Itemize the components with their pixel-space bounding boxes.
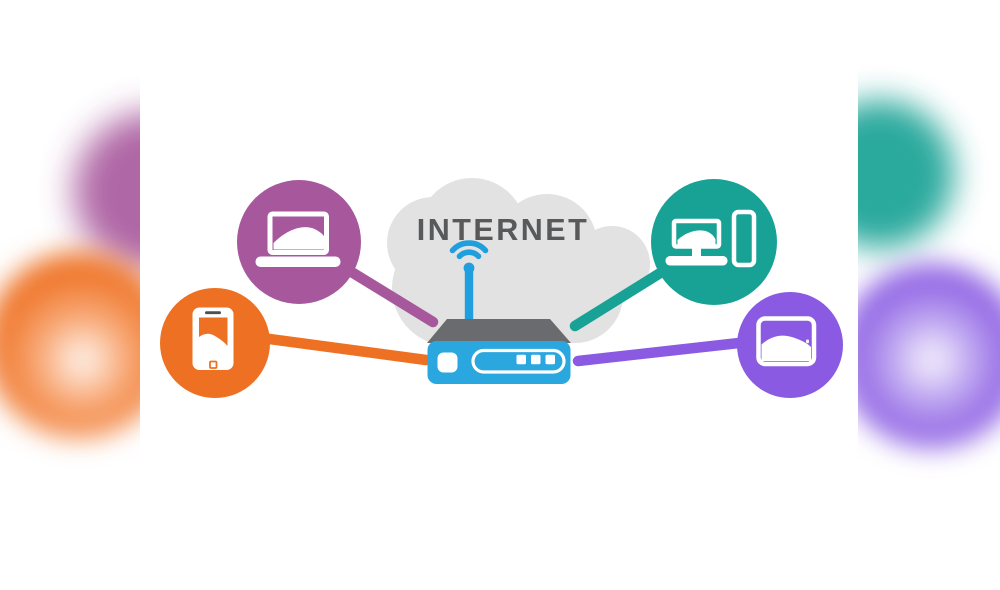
blurred-blob-violet xyxy=(858,264,1000,448)
wifi-arc-large xyxy=(449,240,489,254)
blurred-backdrop-left xyxy=(0,0,140,590)
node-tablet xyxy=(737,292,843,398)
wifi-dot xyxy=(463,262,475,274)
node-smartphone xyxy=(160,288,270,398)
connection-laptop-router xyxy=(339,262,439,328)
internet-label: INTERNET xyxy=(417,213,590,247)
blurred-blob-orange xyxy=(0,252,140,438)
connection-desktop-router xyxy=(569,264,671,332)
wifi-arc-small xyxy=(456,249,482,260)
tablet-icon xyxy=(756,316,817,367)
connection-lines xyxy=(256,262,754,367)
node-desktop-computer xyxy=(651,179,777,305)
smartphone-icon xyxy=(192,307,234,370)
router-top xyxy=(427,319,571,343)
wifi-antenna-stem xyxy=(464,266,474,326)
wifi-signal-icon xyxy=(449,240,489,326)
router-led-panel xyxy=(471,348,566,374)
connection-smartphone-router xyxy=(256,332,432,366)
node-laptop xyxy=(237,180,361,304)
connection-tablet-router xyxy=(572,336,754,367)
router-power-button xyxy=(437,352,458,373)
desktop-computer-icon xyxy=(665,209,757,268)
router-icon xyxy=(427,319,571,384)
router-led-lights xyxy=(516,354,555,365)
laptop-icon xyxy=(255,211,341,267)
blurred-backdrop-right xyxy=(858,0,1000,590)
